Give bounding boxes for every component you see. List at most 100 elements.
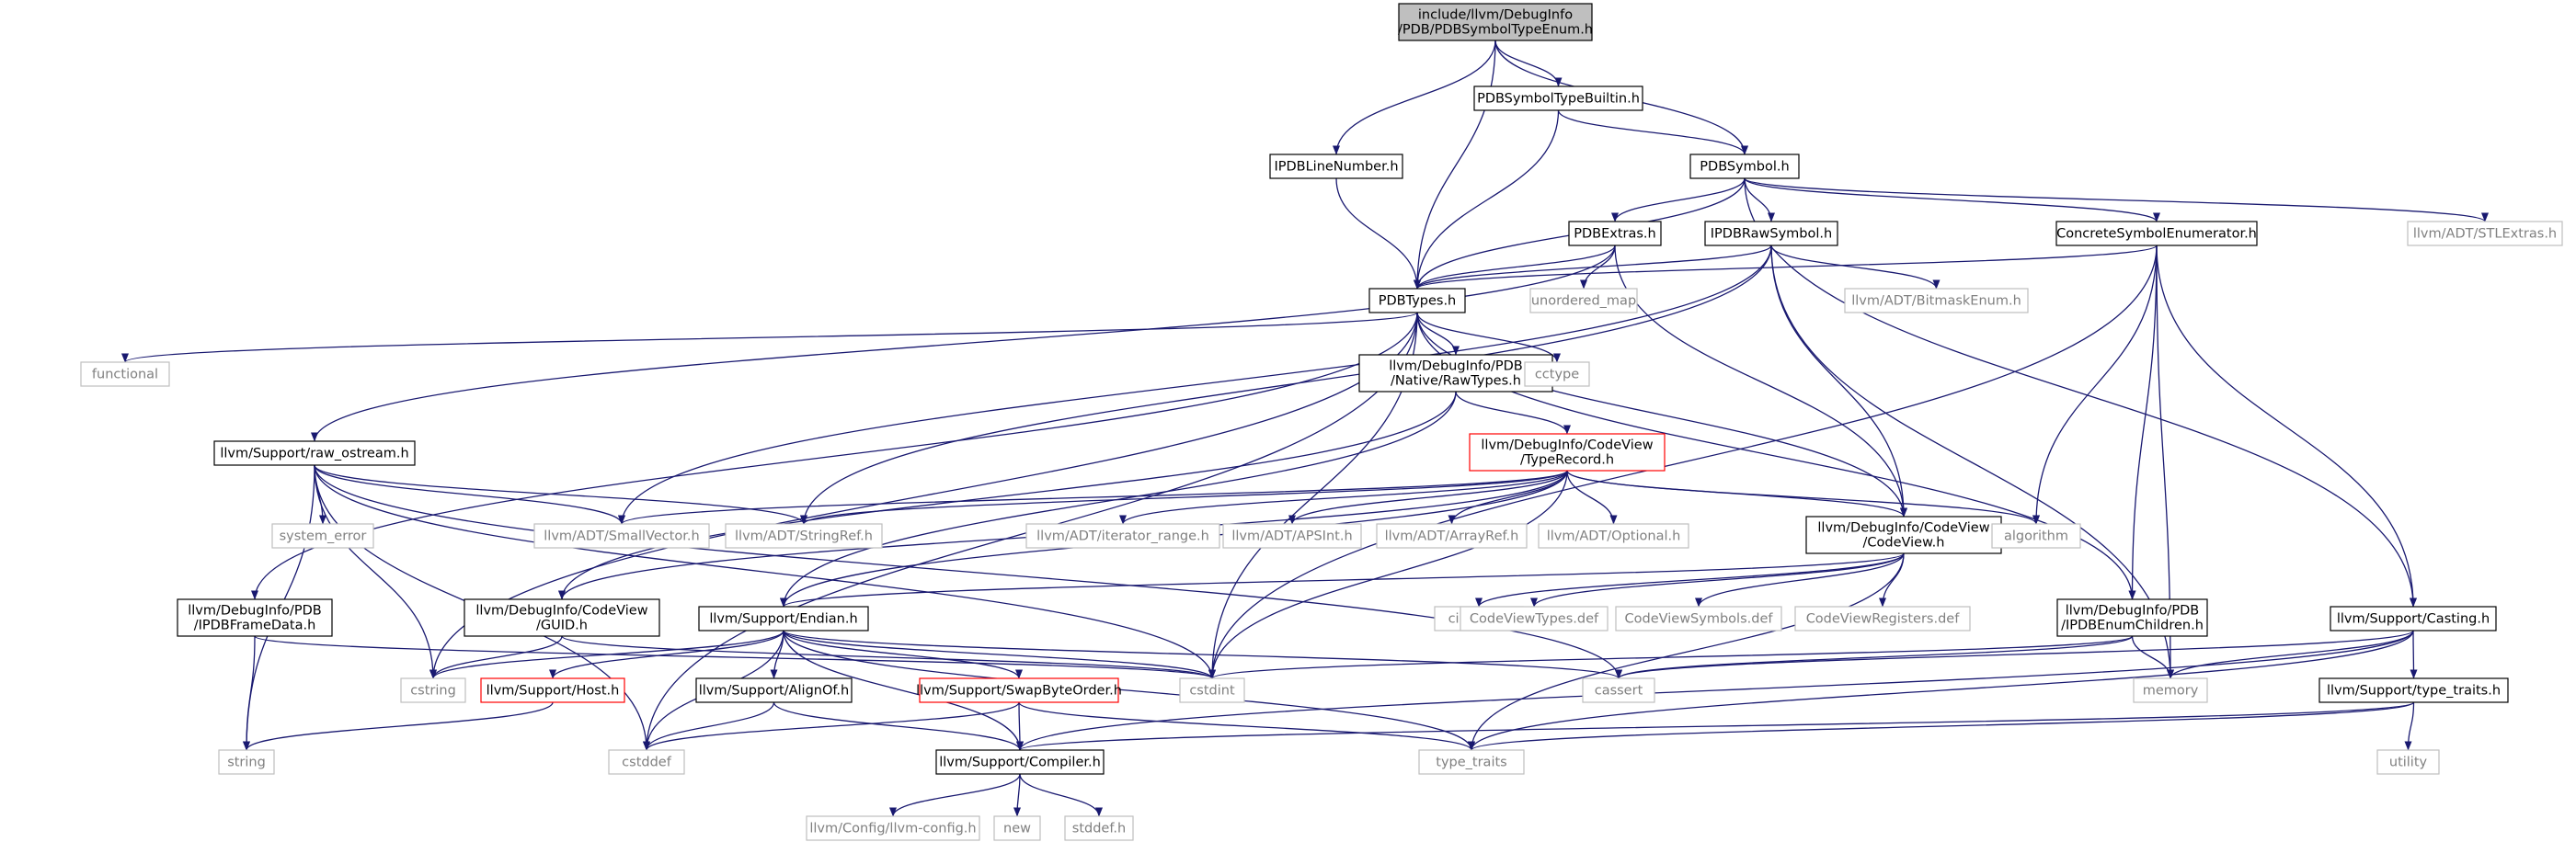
edge-typerecord-to-stringref: [800, 470, 1568, 525]
node-label-enumchildren-0: llvm/DebugInfo/PDB: [2066, 604, 2200, 619]
node-builtin[interactable]: PDBSymbolTypeBuiltin.h: [1473, 85, 1643, 111]
node-box-cvsymbols: [1615, 606, 1782, 632]
node-box-builtin: [1473, 85, 1643, 111]
edge-raw_ostream-to-cassert: [314, 464, 1622, 679]
node-box-codeview: [1805, 516, 2002, 554]
edge-alignof-to-compiler: [773, 701, 1024, 751]
node-label-compiler-0: llvm/Support/Compiler.h: [939, 756, 1101, 770]
node-stddef: stddef.h: [1064, 815, 1134, 841]
edge-pdbextras-to-raw_ostream: [311, 245, 1616, 442]
node-box-unordered_map: [1529, 288, 1638, 313]
node-box-compiler: [935, 749, 1105, 775]
node-box-enumchildren: [2056, 598, 2208, 637]
node-label-pdbtypes-0: PDBTypes.h: [1379, 294, 1457, 309]
node-concrete[interactable]: ConcreteSymbolEnumerator.h: [2055, 221, 2258, 246]
edge-ipdbraw-to-bitmask: [1770, 245, 1941, 290]
edge-type_traits_h-to-utility: [2404, 701, 2415, 751]
edge-raw_ostream-to-cstdint: [314, 464, 1216, 679]
edge-alignof-to-cstddef: [643, 701, 775, 751]
edge-enumchildren-to-cstdint: [1208, 635, 2134, 679]
node-type_traits_h[interactable]: llvm/Support/type_traits.h: [2318, 677, 2509, 703]
node-type_traits: type_traits: [1418, 749, 1525, 775]
node-root[interactable]: include/llvm/DebugInfo/PDB/PDBSymbolType…: [1398, 3, 1593, 41]
node-box-pdbsymbol: [1689, 154, 1800, 179]
edge-swapbyteorder-to-type_traits: [1018, 701, 1475, 751]
node-label-cvtypes-0: CodeViewTypes.def: [1470, 612, 1599, 627]
edge-rawtypes-to-guid: [558, 391, 1457, 600]
node-string: string: [218, 749, 275, 775]
node-label-enumchildren-1: /IPDBEnumChildren.h: [2061, 619, 2204, 633]
node-rawtypes[interactable]: llvm/DebugInfo/PDB/Native/RawTypes.h: [1358, 354, 1553, 393]
node-box-pdbtypes: [1368, 288, 1466, 313]
edge-framedata-to-string: [243, 635, 256, 751]
edge-codeview-to-endian: [780, 552, 1905, 608]
node-pdbextras[interactable]: PDBExtras.h: [1568, 221, 1662, 246]
edge-host-to-string: [243, 701, 554, 751]
node-label-concrete-0: ConcreteSymbolEnumerator.h: [2056, 227, 2257, 242]
edge-pdbsymbol-to-casting: [1744, 177, 2417, 608]
node-casting[interactable]: llvm/Support/Casting.h: [2330, 606, 2497, 632]
node-ipdbline[interactable]: IPDBLineNumber.h: [1269, 154, 1403, 179]
node-label-string-0: string: [227, 756, 266, 770]
edge-concrete-to-enumchildren: [2128, 245, 2158, 600]
node-box-apsint: [1222, 523, 1362, 549]
node-label-alignof-0: llvm/Support/AlignOf.h: [699, 684, 850, 699]
edge-compiler-to-llvmconfig: [889, 773, 1021, 817]
node-box-ipdbraw: [1704, 221, 1838, 246]
node-apsint: llvm/ADT/APSInt.h: [1222, 523, 1362, 549]
node-raw_ostream[interactable]: llvm/Support/raw_ostream.h: [213, 440, 416, 466]
node-endian[interactable]: llvm/Support/Endian.h: [698, 606, 869, 632]
edge-pdbtypes-to-framedata: [251, 312, 1418, 600]
node-label-builtin-0: PDBSymbolTypeBuiltin.h: [1477, 92, 1640, 107]
node-box-cvtypes: [1460, 606, 1609, 632]
edge-casting-to-compiler: [1016, 630, 2414, 751]
node-box-type_traits: [1418, 749, 1525, 775]
node-box-iterator_range: [1025, 523, 1220, 549]
nodes-layer: include/llvm/DebugInfo/PDB/PDBSymbolType…: [80, 3, 2563, 841]
edge-ipdbline-to-pdbtypes: [1335, 177, 1421, 290]
edge-raw_ostream-to-cstring: [314, 464, 437, 679]
node-box-new: [993, 815, 1041, 841]
node-host[interactable]: llvm/Support/Host.h: [480, 677, 625, 703]
node-label-cctype-0: cctype: [1535, 368, 1579, 382]
node-label-typerecord-1: /TypeRecord.h: [1520, 453, 1614, 468]
node-guid[interactable]: llvm/DebugInfo/CodeView/GUID.h: [464, 598, 660, 637]
edge-casting-to-memory: [2167, 630, 2414, 679]
edge-type_traits_h-to-type_traits: [1468, 701, 2415, 751]
node-codeview[interactable]: llvm/DebugInfo/CodeView/CodeView.h: [1805, 516, 2002, 554]
node-compiler[interactable]: llvm/Support/Compiler.h: [935, 749, 1105, 775]
node-box-llvmconfig: [806, 815, 980, 841]
node-framedata[interactable]: llvm/DebugInfo/PDB/IPDBFrameData.h: [177, 598, 333, 637]
edge-codeview-to-cvsymbols: [1695, 552, 1905, 608]
node-ipdbraw[interactable]: IPDBRawSymbol.h: [1704, 221, 1838, 246]
node-label-type_traits-0: type_traits: [1436, 756, 1506, 770]
node-label-rawtypes-0: llvm/DebugInfo/PDB: [1389, 359, 1523, 374]
node-label-llvmconfig-0: llvm/Config/llvm-config.h: [809, 822, 976, 836]
node-box-raw_ostream: [213, 440, 416, 466]
edge-pdbsymbol-to-concrete: [1744, 177, 2160, 222]
node-pdbtypes[interactable]: PDBTypes.h: [1368, 288, 1466, 313]
node-utility: utility: [2376, 749, 2440, 775]
edge-raw_ostream-to-smallvector: [314, 464, 625, 525]
node-box-bitmask: [1844, 288, 2029, 313]
node-swapbyteorder[interactable]: llvm/Support/SwapByteOrder.h: [916, 677, 1122, 703]
node-label-typerecord-0: llvm/DebugInfo/CodeView: [1481, 438, 1653, 453]
node-label-stddef-0: stddef.h: [1072, 822, 1126, 836]
node-typerecord[interactable]: llvm/DebugInfo/CodeView/TypeRecord.h: [1469, 433, 1666, 472]
node-pdbsymbol[interactable]: PDBSymbol.h: [1689, 154, 1800, 179]
node-unordered_map: unordered_map: [1529, 288, 1638, 313]
edge-endian-to-swapbyteorder: [783, 630, 1023, 679]
node-label-raw_ostream-0: llvm/Support/raw_ostream.h: [220, 447, 408, 461]
node-bitmask: llvm/ADT/BitmaskEnum.h: [1844, 288, 2029, 313]
node-box-arrayref: [1376, 523, 1528, 549]
node-box-optional: [1538, 523, 1689, 549]
edge-guid-to-cstring: [429, 635, 563, 679]
node-enumchildren[interactable]: llvm/DebugInfo/PDB/IPDBEnumChildren.h: [2056, 598, 2208, 637]
node-alignof[interactable]: llvm/Support/AlignOf.h: [695, 677, 853, 703]
node-stlextras: llvm/ADT/STLExtras.h: [2407, 221, 2563, 246]
node-label-apsint-0: llvm/ADT/APSInt.h: [1231, 529, 1352, 544]
node-system_error: system_error: [271, 523, 374, 549]
node-label-casting-0: llvm/Support/Casting.h: [2337, 612, 2490, 627]
edge-ipdbraw-to-pdbtypes: [1414, 245, 1772, 290]
